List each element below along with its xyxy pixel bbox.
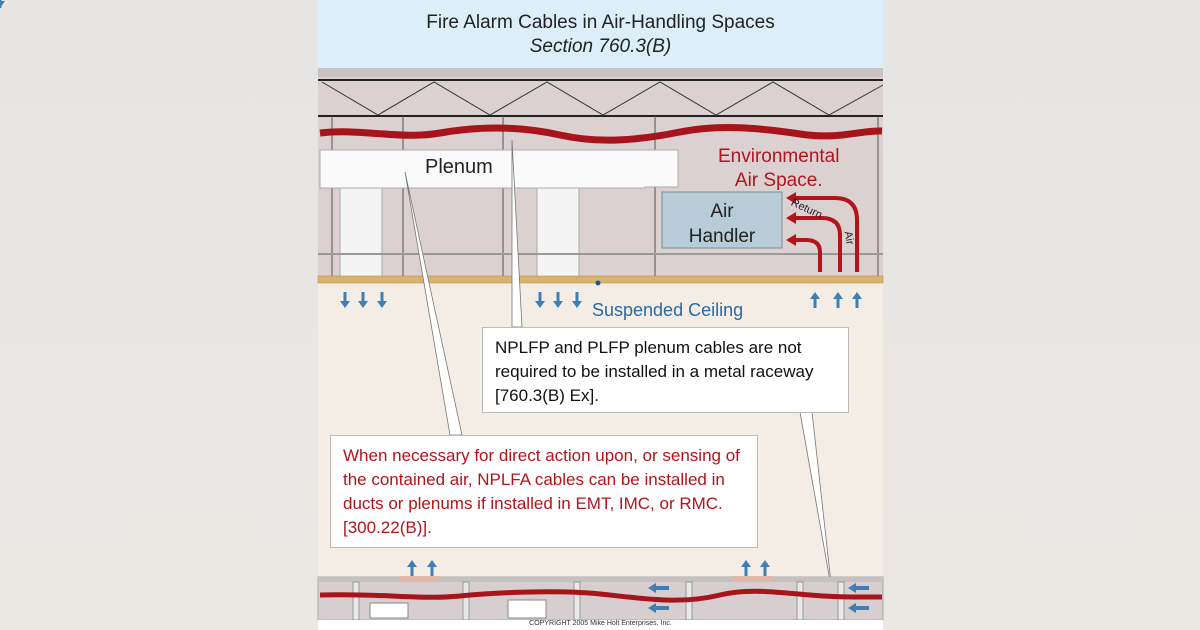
air-label: Air — [841, 230, 856, 246]
roof-truss — [321, 81, 884, 116]
callout-nplfa-cables: When necessary for direct action upon, o… — [330, 435, 758, 548]
title-band — [318, 0, 883, 68]
airflow-arrows — [0, 0, 862, 576]
fire-alarm-cable — [319, 124, 883, 144]
plenum-label: Plenum — [425, 156, 493, 178]
suspended-ceiling-label: Suspended Ceiling — [592, 300, 744, 320]
copyright: COPYRIGHT 2005 Mike Holt Enterprises, In… — [529, 620, 672, 627]
diagram-title: Fire Alarm Cables in Air-Handling Spaces — [426, 12, 775, 33]
air-handler — [661, 191, 783, 249]
air-handler-label: Air Handler — [662, 199, 782, 249]
environmental-air-space-label: Environmental Air Space. — [718, 145, 839, 193]
env-line-2: Air Space. — [734, 170, 823, 191]
air-handler-line-1: Air — [710, 201, 734, 222]
diagram-subtitle: Section 760.3(B) — [529, 36, 672, 57]
plenum-duct — [319, 149, 679, 189]
duct-column — [339, 187, 383, 279]
return-air-arrows — [792, 196, 859, 272]
suspended-ceiling — [317, 275, 884, 284]
env-line-1: Environmental — [718, 146, 840, 167]
callout-plenum-cables: NPLFP and PLFP plenum cables are not req… — [482, 327, 849, 413]
duct-column — [536, 187, 580, 279]
air-handler-line-2: Handler — [688, 226, 756, 247]
callout-pointers — [404, 139, 833, 593]
